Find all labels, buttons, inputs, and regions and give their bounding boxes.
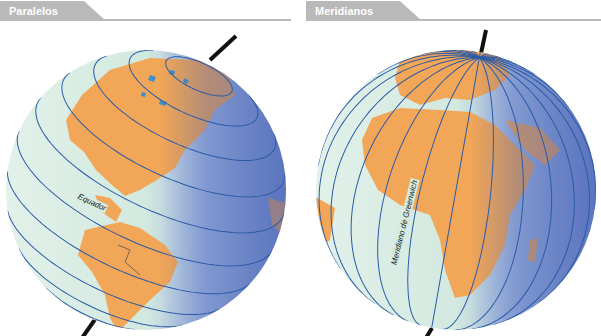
grid-line [43,288,136,336]
grid-line [473,57,575,108]
grid-line [318,33,479,190]
grid-line [439,57,601,309]
grid-line [335,40,479,322]
parallels [0,5,331,336]
grid-line [470,51,481,58]
grid-line [432,57,515,333]
grid-line [0,171,250,323]
grid-line [363,45,479,326]
header-tab: Meridianos [306,1,422,21]
tab-fill [0,1,106,21]
header-tab: Paralelos [0,1,106,21]
meridians [294,28,601,336]
grid-line [458,50,480,58]
grid-line [10,249,183,336]
grid-line [119,43,264,142]
grid-line [0,131,273,297]
grid-line [16,98,285,263]
grid-line [269,134,281,149]
axis-line [82,318,96,336]
grid-line [44,71,287,223]
tab-fill [306,1,422,21]
grid-line [457,57,601,209]
axis-line [210,36,236,60]
grid-line [434,57,599,335]
grid-line [160,49,237,104]
axis-line [426,328,432,336]
grid-line [281,173,287,183]
border-line [118,245,140,275]
grid-line [432,57,548,336]
header-text: Paralelos [0,1,58,18]
header-text: Meridianos [306,1,373,18]
grid-line [443,48,480,57]
grid-line [306,34,479,286]
grid-line [79,53,280,182]
grid-line [241,94,265,118]
grid-line [422,46,479,64]
grid-line [315,36,480,314]
grid-line [282,212,285,217]
grid-line [0,210,220,336]
grid-line [378,40,480,91]
grid-line [432,57,480,327]
